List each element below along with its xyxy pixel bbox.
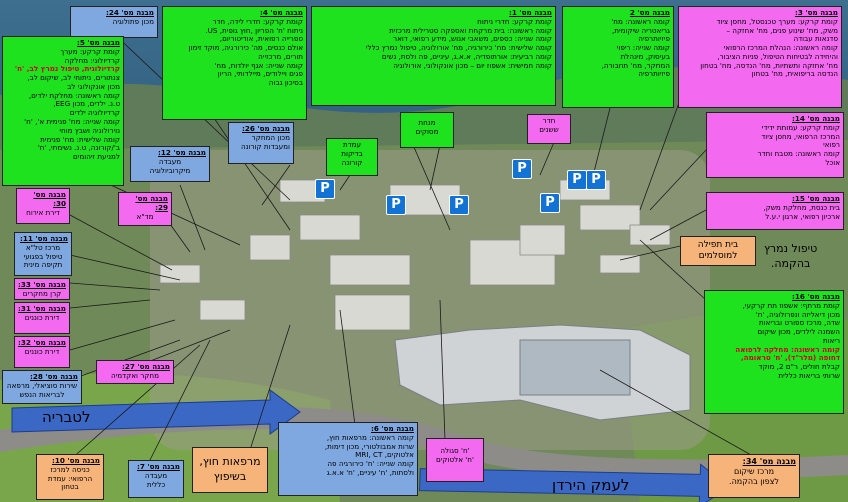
callout-corona-testing[interactable]: עמדת בדיקות קורונה bbox=[326, 138, 378, 176]
parking-icon: P bbox=[512, 159, 532, 179]
callout-building-10[interactable]: מבנה מס' 10: כניסה למרכז הרפואי: עמדת בט… bbox=[36, 454, 104, 500]
callout-building-2[interactable]: מבנה מס' 2 קומה ראשונה: מח' גריאטריה שיק… bbox=[562, 6, 674, 108]
note-intensive-care-under-construction: טיפול נמרץ בהקמה. bbox=[764, 242, 818, 270]
callout-building-29[interactable]: מבנה מס' 29: מד"א bbox=[118, 192, 172, 226]
road-label-jordan-valley: לעמק הירדן bbox=[552, 476, 630, 494]
new-wing-glass bbox=[519, 339, 631, 396]
parking-icon: P bbox=[386, 195, 406, 215]
callout-building-7[interactable]: מבנה מס' 7: מעבדה כללית bbox=[128, 460, 184, 498]
parking-icon: P bbox=[540, 193, 560, 213]
callout-building-1[interactable]: מבנה מס' 1: קומת קרקע: חדרי ניתוח קומה ר… bbox=[311, 6, 556, 106]
parking-icon: P bbox=[567, 170, 587, 190]
parking-icon: P bbox=[586, 170, 606, 190]
callout-building-14[interactable]: מבנה מס' 14: קומת קרקע: עמותת ידידי המרכ… bbox=[706, 112, 844, 178]
callout-doctors-room[interactable]: חדר ששנים bbox=[527, 114, 571, 144]
callout-outpatient-clinics[interactable]: מרפאות חוץ, בשיפוץ bbox=[192, 447, 268, 493]
road-label-tiberias: לטבריה bbox=[42, 408, 91, 426]
callout-building-33[interactable]: מבנה מס' 33: קרן מחקרים bbox=[14, 278, 70, 300]
callout-building-24[interactable]: מבנה מס' 24: מכון פתולוגיה bbox=[70, 6, 158, 38]
callout-building-34[interactable]: מבנה מס' 34: מרכז שיקום לצפון בהקמה. bbox=[708, 454, 800, 498]
callout-building-6[interactable]: מבנה מס' 6: קומה ראשונה: מרפאות חוץ, שרו… bbox=[278, 422, 418, 496]
callout-building-12[interactable]: מבנה מס' 12: מעבדה מיקרוביולוגיה bbox=[130, 146, 210, 182]
callout-building-26[interactable]: מבנה מס' 26: מכון המחקר ומעבדות קורונה bbox=[228, 122, 294, 164]
leader-lines bbox=[69, 29, 761, 461]
callout-building-32[interactable]: מבנה מס' 32: דירת כוננים bbox=[14, 336, 70, 368]
callout-building-4[interactable]: מבנה מס' 4: קומת קרקע: חדרי לידה, חדר ני… bbox=[162, 6, 307, 120]
callout-building-11[interactable]: מבנה מס' 11: מרכז טל"א טיפול בפגועי תקיפ… bbox=[14, 232, 72, 276]
callout-helipad[interactable]: מנחת מסוקים bbox=[400, 112, 454, 148]
parking-icon: P bbox=[315, 179, 335, 199]
callout-building-16[interactable]: מבנה מס' 16: קומת מרתף: אשפוז תת קרקעי, … bbox=[704, 290, 844, 414]
callout-building-28[interactable]: מבנה מס' 28: שירות סוציאלי, מרפאה לבריאו… bbox=[2, 370, 82, 404]
callout-building-31[interactable]: מבנה מס' 31: דירת כוננים bbox=[14, 302, 70, 334]
callout-ultrasound[interactable]: 'ח' סגולה 'ח' אלטוקים bbox=[426, 438, 484, 482]
callout-building-3[interactable]: מבנה מס' 3: קומת קרקע: מערך טכנסטל, מחסן… bbox=[678, 6, 842, 108]
callout-building-27[interactable]: מבנה מס' 27: מחקר ואקדמיה bbox=[96, 360, 174, 384]
callout-building-30[interactable]: מבנה מס' 30: דירת אירוח bbox=[16, 188, 70, 224]
callout-building-15[interactable]: מבנה מס' 15: בית כנסת, מחלקת משק, ארכיון… bbox=[706, 192, 844, 230]
callout-muslim-prayer-house[interactable]: בית תפילה למוסלמים bbox=[680, 236, 756, 266]
parking-icon: P bbox=[449, 195, 469, 215]
callout-building-5[interactable]: מבנה מס' 5: קומת קרקע: מערך קרדיולוגי: מ… bbox=[2, 36, 124, 186]
campus-buildings bbox=[159, 179, 671, 331]
